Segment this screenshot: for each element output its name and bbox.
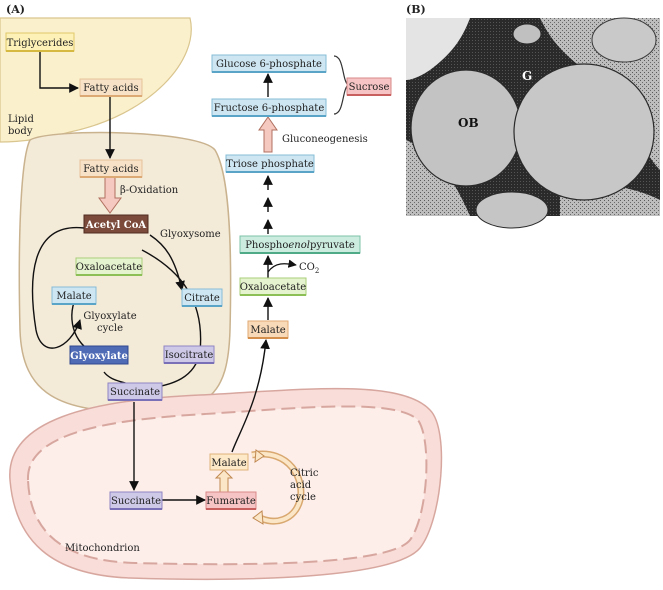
svg-text:Malate: Malate — [56, 291, 91, 302]
ring-arrowhead-bottom — [252, 510, 264, 525]
sucrose-box: Sucrose — [346, 77, 392, 96]
citrate-box: Citrate — [181, 288, 223, 307]
svg-text:Malate: Malate — [250, 325, 285, 336]
co2-release-arrow — [267, 259, 297, 273]
ob-label: OB — [458, 116, 479, 130]
succinate-box-1: Succinate — [107, 382, 163, 401]
glyoxysome-label: Glyoxysome — [160, 229, 221, 240]
oxaloacetate-box-2: Oxaloacetate — [239, 277, 307, 296]
glyoxylate-box: Glyoxylate — [69, 345, 129, 365]
beta-oxidation-arrow — [98, 176, 122, 214]
oxaloacetate-box-1: Oxaloacetate — [75, 257, 143, 276]
citric-acid-line1: Citric — [290, 468, 319, 479]
isocitrate-box: Isocitrate — [163, 345, 215, 364]
phosphoenolpyruvate-box: Phosphoenolpyruvate — [239, 235, 361, 254]
beta-oxidation-label: β-Oxidation — [120, 185, 179, 196]
triose-phosphate-box: Triose phosphate — [225, 154, 315, 173]
fatty-acids-box-1: Fatty acids — [79, 78, 143, 97]
svg-text:Malate: Malate — [211, 458, 246, 469]
acetyl-to-malate-arc — [31, 227, 85, 349]
glucose-6-phosphate-box: Glucose 6-phosphate — [211, 54, 327, 73]
fructose-6-phosphate-box: Fructose 6-phosphate — [211, 98, 327, 117]
svg-text:Fumarate: Fumarate — [206, 496, 256, 507]
citric-acid-line2: acid — [290, 480, 312, 491]
svg-text:Fructose 6-phosphate: Fructose 6-phosphate — [214, 103, 325, 114]
fatty-acids-box-2: Fatty acids — [79, 159, 143, 178]
svg-text:Glyoxylate: Glyoxylate — [70, 351, 128, 362]
fumarate-box: Fumarate — [205, 491, 257, 510]
svg-text:Oxaloacetate: Oxaloacetate — [76, 262, 142, 273]
gluconeogenesis-label: Gluconeogenesis — [282, 134, 368, 145]
lipid-body-label-line1: Lipid — [8, 114, 34, 125]
svg-text:Sucrose: Sucrose — [349, 82, 390, 93]
svg-text:Fatty acids: Fatty acids — [83, 164, 138, 175]
citric-acid-line3: cycle — [290, 492, 316, 503]
malate-box-2: Malate — [209, 453, 249, 471]
citric-acid-ring-inner — [251, 452, 303, 523]
co2-label: CO2 — [299, 262, 319, 275]
svg-text:Fatty acids: Fatty acids — [83, 83, 138, 94]
svg-text:Oxaloacetate: Oxaloacetate — [240, 282, 306, 293]
mitochondrion-label: Mitochondrion — [65, 543, 140, 554]
gluconeogenesis-arrow — [258, 116, 278, 153]
g-label: G — [522, 69, 532, 83]
svg-text:Triglycerides: Triglycerides — [7, 38, 74, 49]
svg-text:Triose phosphate: Triose phosphate — [226, 159, 314, 170]
triglycerides-box: Triglycerides — [5, 32, 75, 52]
svg-text:Succinate: Succinate — [110, 387, 160, 398]
svg-text:Glucose 6-phosphate: Glucose 6-phosphate — [216, 59, 322, 70]
svg-text:Phosphoenolpyruvate: Phosphoenolpyruvate — [245, 240, 355, 251]
acetyl-to-citrate-arrow — [149, 234, 185, 291]
succinate-box-2: Succinate — [109, 491, 163, 510]
panel-a-label: (A) — [6, 3, 25, 16]
fumarate-to-malate-arrow — [214, 469, 234, 493]
glyoxylate-cycle-line1: Glyoxylate — [83, 311, 136, 322]
svg-text:Citrate: Citrate — [184, 293, 220, 304]
malate-box-1: Malate — [51, 286, 97, 305]
oil-body-large — [513, 63, 655, 201]
lipid-body-label-line2: body — [8, 126, 33, 137]
malate-box-3: Malate — [247, 320, 289, 339]
svg-text:Isocitrate: Isocitrate — [165, 350, 214, 361]
svg-text:Acetyl CoA: Acetyl CoA — [85, 220, 147, 231]
ring-arrowhead-top — [254, 449, 265, 463]
electron-micrograph: OB G — [406, 17, 660, 229]
svg-text:Succinate: Succinate — [111, 496, 161, 507]
sucrose-brace — [333, 55, 349, 115]
acetyl-coa-box: Acetyl CoA — [83, 214, 149, 234]
malate-export-arrow — [231, 339, 270, 453]
panel-b-label: (B) — [406, 3, 426, 16]
triglycerides-to-fatty-acids-arrow — [39, 52, 79, 93]
glyoxylate-cycle-line2: cycle — [97, 323, 123, 334]
